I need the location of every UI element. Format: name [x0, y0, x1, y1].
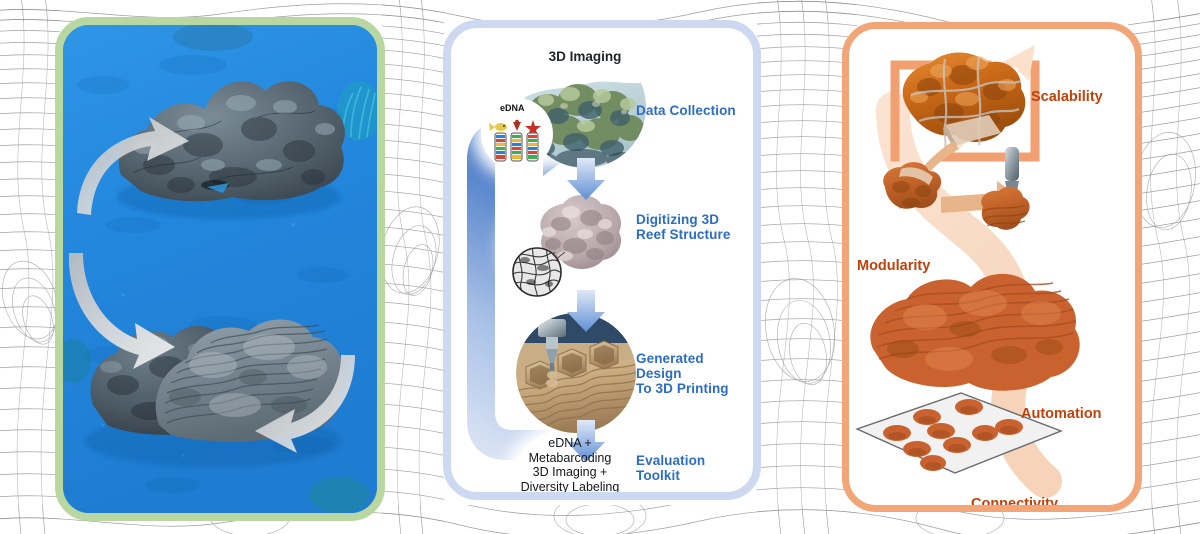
feature-label-scalability: Scalability	[1031, 89, 1103, 105]
step-label-evaluation: Evaluation Toolkit	[636, 453, 706, 483]
natural-reef-upper	[117, 81, 345, 219]
features-panel: Scalability Modularity Automation Connec…	[842, 22, 1142, 512]
step-label-generated-design: Generated Design To 3D Printing	[636, 351, 729, 396]
step-title-3d-imaging: 3D Imaging	[548, 49, 622, 64]
edna-label: eDNA	[500, 103, 525, 113]
reef-with-printed-module	[85, 319, 343, 467]
feature-label-modularity: Modularity	[857, 258, 931, 274]
features-diagram	[855, 45, 1080, 498]
modularity-module	[883, 162, 942, 209]
step-label-digitizing: Digitizing 3D Reef Structure	[636, 212, 731, 242]
pipeline-panel: 3D Imaging	[443, 20, 761, 500]
arrow-curve-right	[255, 355, 355, 453]
arrow-curve-upper	[77, 117, 189, 215]
automation-printed-module	[981, 186, 1030, 230]
feature-label-automation: Automation	[1021, 406, 1102, 422]
step-title-evaluation: eDNA + Metabarcoding 3D Imaging + Divers…	[520, 436, 620, 492]
feature-label-connectivity: Connectivity	[971, 496, 1059, 505]
arrow-curve-lower	[68, 253, 175, 369]
reef-site-panel	[55, 17, 385, 521]
scalability-reef-block	[902, 52, 1026, 148]
connectivity-deployment-plate	[855, 392, 1063, 474]
edna-barcode-icon	[481, 98, 553, 170]
underwater-scene	[63, 25, 377, 513]
step-label-data-collection: Data Collection	[636, 103, 736, 118]
automation-reef-aggregate	[870, 273, 1080, 391]
reef-photograph-image	[524, 46, 646, 168]
reef-mesh-scan-image	[509, 186, 627, 304]
printing-process-image	[516, 313, 636, 433]
